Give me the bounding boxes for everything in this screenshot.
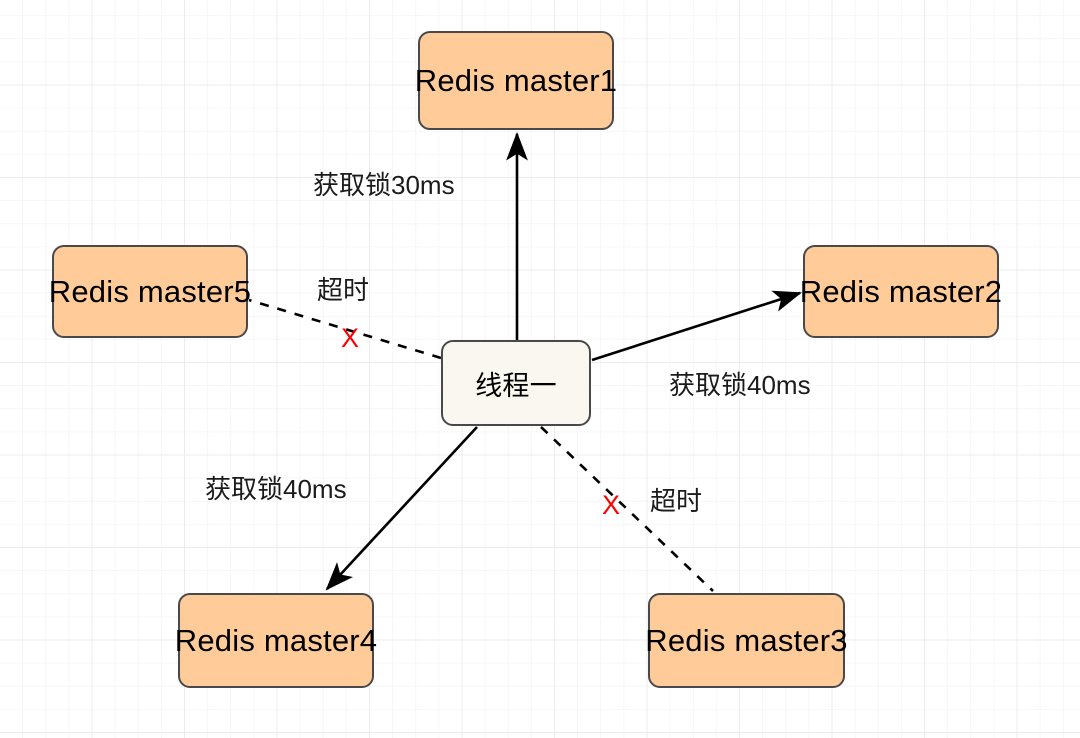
node-label: Redis master2 <box>799 273 1003 309</box>
edge-label-master5-timeout: 超时 <box>317 275 370 305</box>
edge-thread-to-master2 <box>591 290 802 362</box>
node-label: Redis master3 <box>645 622 848 658</box>
edge-label-master1: 获取锁30ms <box>313 170 455 200</box>
node-redis-master4[interactable]: Redis master4 <box>174 593 378 688</box>
edge-thread-to-master4 <box>325 426 478 591</box>
timeout-x-icon-master5: X <box>341 323 360 353</box>
node-label: Redis master5 <box>48 273 252 309</box>
timeout-x-icon-master3: X <box>602 490 621 520</box>
edge-label-master3-timeout: 超时 <box>650 486 703 516</box>
edge-label-master2: 获取锁40ms <box>669 370 811 400</box>
node-redis-master5[interactable]: Redis master5 <box>48 245 252 338</box>
node-redis-master3[interactable]: Redis master3 <box>645 593 848 688</box>
node-label: Redis master4 <box>174 622 378 658</box>
node-thread-one[interactable]: 线程一 <box>441 340 591 426</box>
edge-label-master4: 获取锁40ms <box>205 474 347 504</box>
node-label: 线程一 <box>475 370 557 401</box>
node-redis-master1[interactable]: Redis master1 <box>414 31 618 130</box>
node-redis-master2[interactable]: Redis master2 <box>799 245 1003 338</box>
node-label: Redis master1 <box>414 62 618 98</box>
